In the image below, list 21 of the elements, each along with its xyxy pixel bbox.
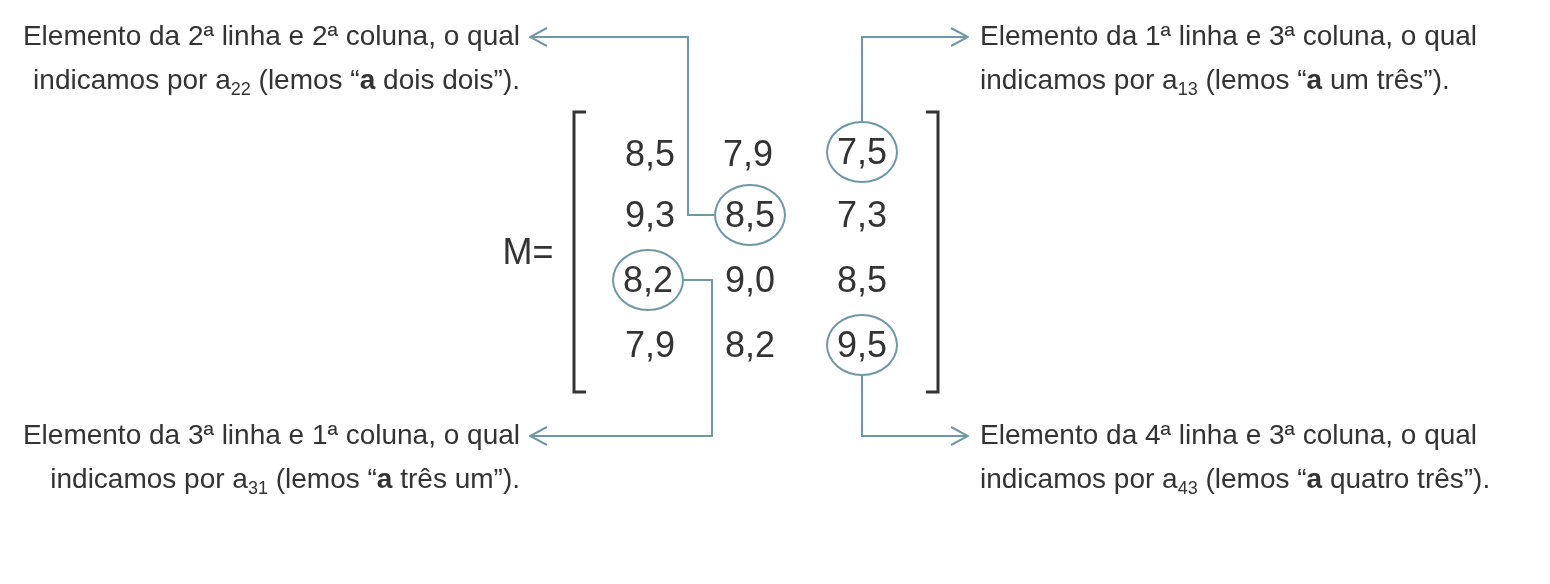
arrow <box>861 375 969 446</box>
circled-matrix-entry: 9,5 <box>826 314 898 376</box>
matrix-name: M= <box>501 230 555 274</box>
matrix-entry: 8,5 <box>623 132 676 176</box>
matrix-entry: 7,9 <box>721 132 774 176</box>
callout-text: Elemento da 1ª linha e 3ª coluna, o qual indicamos por a$_{13}$ (lemos “a um três”). <box>968 14 1528 102</box>
matrix-entry: 8,5 <box>835 258 888 302</box>
matrix-entry: 8,2 <box>723 323 776 367</box>
callout-text: Elemento da 4ª linha e 3ª coluna, o qual indicamos por a$_{43}$ (lemos “a quatro três”). <box>968 413 1543 501</box>
matrix-entry: 7,3 <box>835 193 888 237</box>
matrix-entry: 9,3 <box>623 193 676 237</box>
circled-matrix-entry: 8,5 <box>714 184 786 246</box>
circled-matrix-entry: 8,2 <box>612 249 684 311</box>
matrix-entry: 7,9 <box>623 323 676 367</box>
arrow <box>861 27 969 122</box>
circled-matrix-entry: 7,5 <box>826 121 898 183</box>
arrow <box>529 279 713 446</box>
callout-text: Elemento da 3ª linha e 1ª coluna, o qual indicamos por a$_{31}$ (lemos “a três um”). <box>0 413 530 501</box>
callout-text: Elemento da 2ª linha e 2ª coluna, o qual indicamos por a$_{22}$ (lemos “a dois dois”). <box>0 14 530 102</box>
matrix-entry: 9,0 <box>723 258 776 302</box>
arrow <box>529 27 715 216</box>
